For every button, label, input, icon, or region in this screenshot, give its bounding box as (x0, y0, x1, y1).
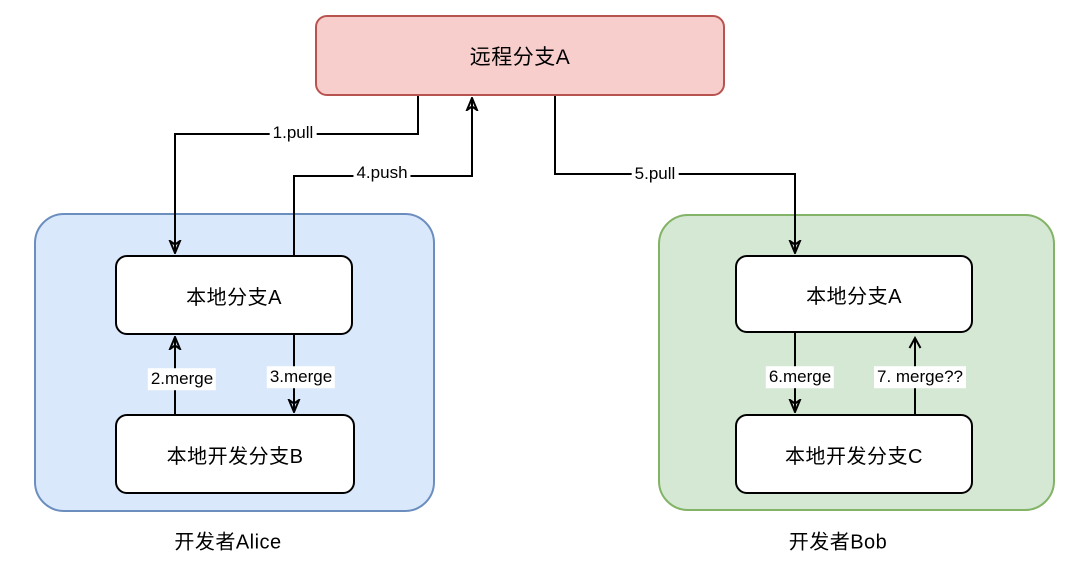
edge-4-push (293, 99, 472, 255)
edge-1-pull (175, 96, 419, 252)
edge-5-pull (554, 96, 795, 252)
